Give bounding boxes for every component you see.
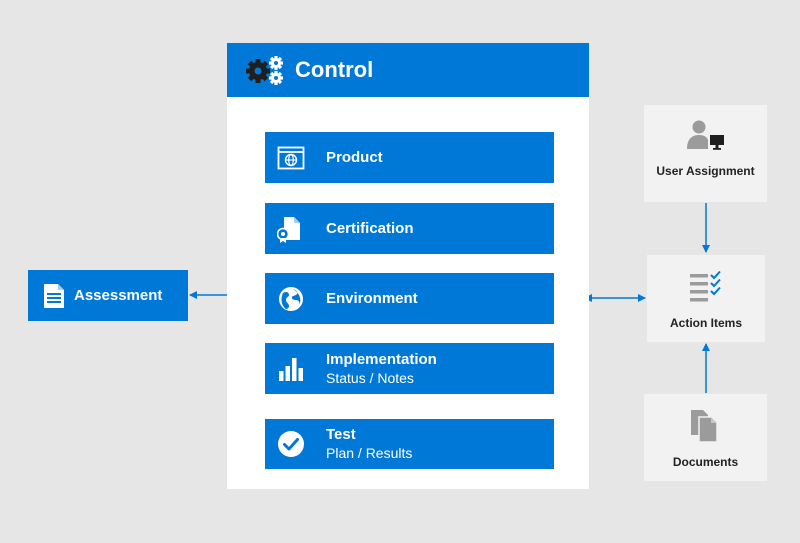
environment-label: Environment: [326, 289, 418, 307]
checklist-icon: [690, 270, 721, 302]
browser-globe-icon: [277, 146, 305, 169]
implementation-sub: Status / Notes: [326, 369, 414, 386]
documents-box[interactable]: Documents: [644, 394, 767, 481]
certificate-icon: [277, 216, 300, 243]
implementation-label: Implementation: [326, 350, 437, 368]
test-sub: Plan / Results: [326, 445, 413, 461]
documents-icon: [690, 410, 718, 443]
implementation-item[interactable]: Implementation Status / Notes: [265, 343, 554, 394]
assessment-document-icon: [44, 283, 64, 308]
product-label: Product: [326, 148, 383, 166]
environment-item[interactable]: Environment: [265, 273, 554, 324]
documents-label: Documents: [672, 455, 739, 469]
bar-chart-icon: [279, 357, 303, 381]
test-label: Test: [326, 426, 356, 443]
user-computer-icon: [686, 120, 724, 150]
test-item[interactable]: Test Plan / Results: [265, 419, 554, 469]
user-assignment-box[interactable]: User Assignment: [644, 105, 767, 202]
control-title: Control: [295, 57, 374, 82]
certification-item[interactable]: Certification: [265, 203, 554, 254]
user-assignment-label: User Assignment: [656, 164, 755, 178]
action-items-label: Action Items: [669, 316, 742, 330]
certification-label: Certification: [326, 219, 414, 237]
product-item[interactable]: Product: [265, 132, 554, 183]
assessment-box[interactable]: Assessment: [28, 270, 188, 321]
gears-icon: [246, 56, 283, 85]
control-header: Control: [227, 43, 589, 97]
assessment-label: Assessment: [74, 287, 163, 304]
checkmark-circle-icon: [278, 431, 304, 457]
action-items-box[interactable]: Action Items: [647, 255, 765, 342]
globe-icon: [279, 286, 303, 311]
